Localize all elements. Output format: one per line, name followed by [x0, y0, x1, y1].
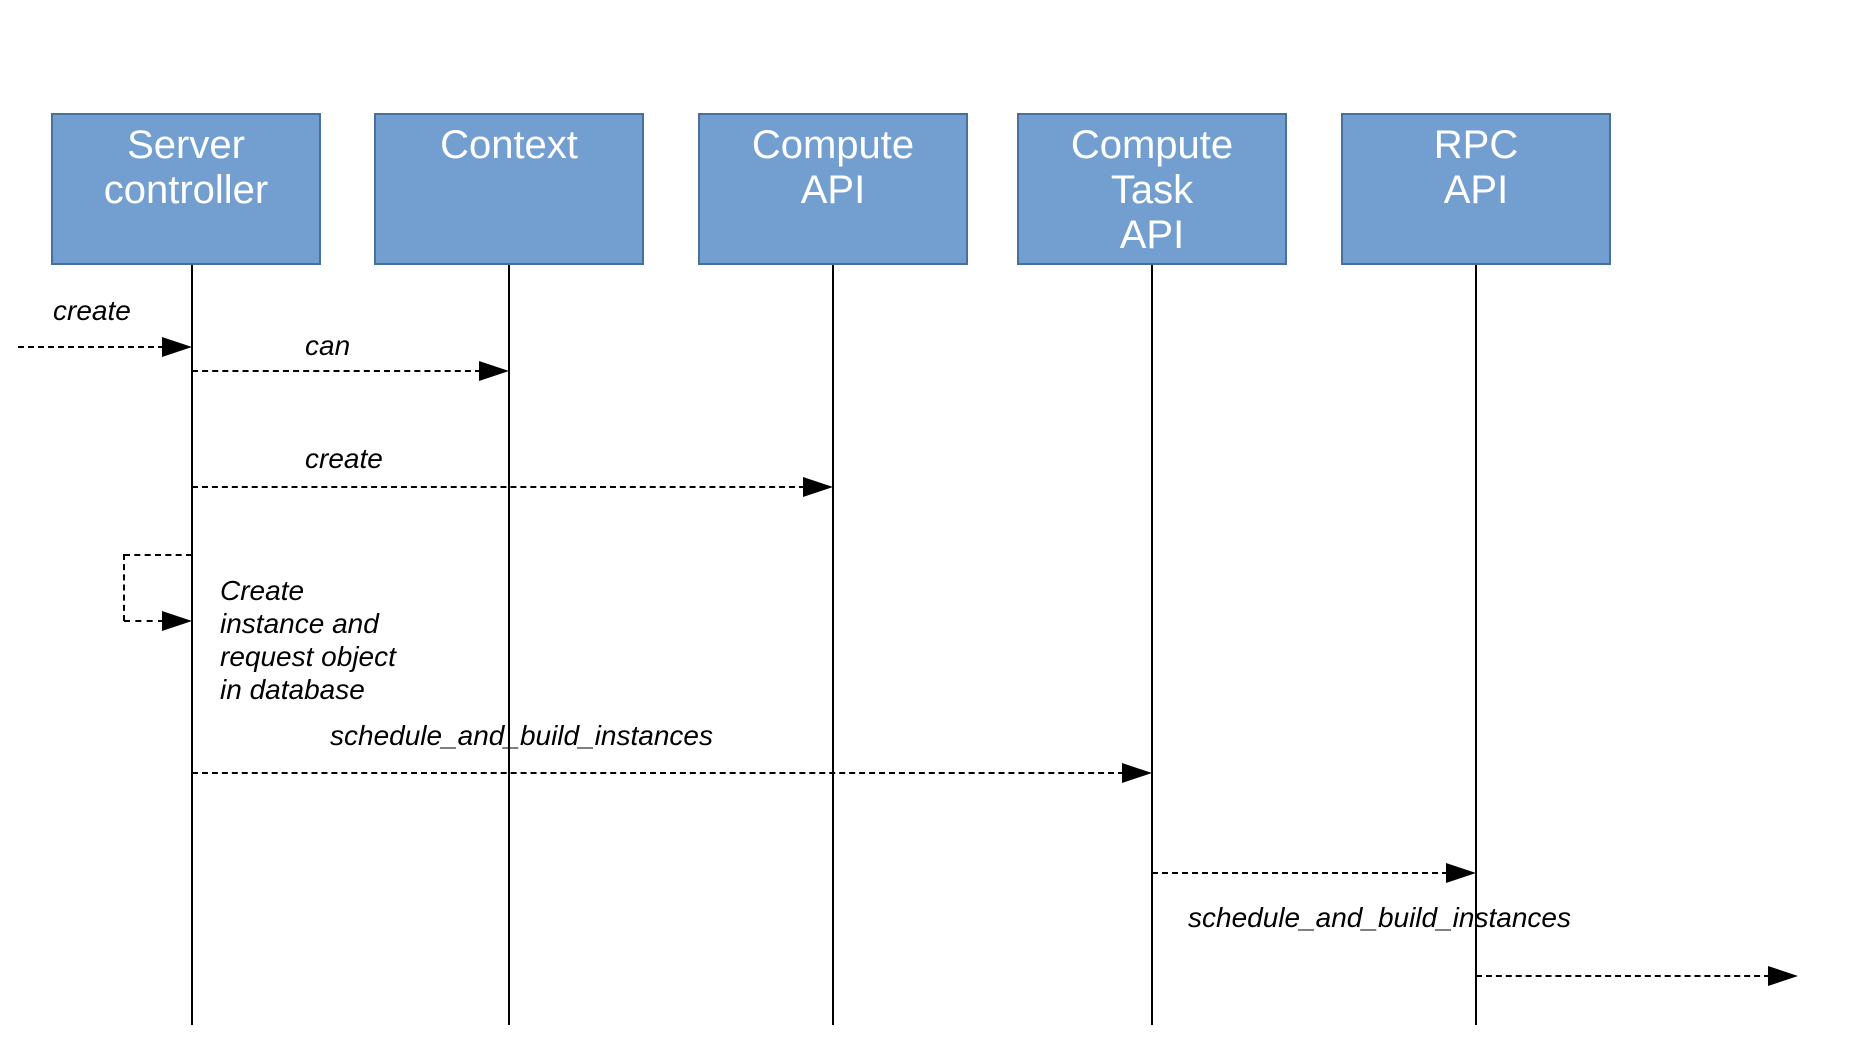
actor-label: Compute Task API: [1070, 123, 1234, 257]
arrowhead-icon: [1768, 966, 1798, 986]
message-line: [192, 486, 805, 488]
arrowhead-icon: [803, 477, 833, 497]
self-message-top-line: [124, 554, 192, 556]
message-label: schedule_and_build_instances: [1188, 902, 1571, 933]
arrowhead-icon: [1446, 863, 1476, 883]
lifeline-compute-task-api: [1151, 265, 1153, 1025]
message-label: create: [53, 295, 131, 326]
message-line: [192, 370, 481, 372]
message-line: [192, 772, 1124, 774]
arrowhead-icon: [162, 611, 192, 631]
message-line: [1152, 872, 1448, 874]
message-line: [18, 346, 164, 348]
message-label: schedule_and_build_instances: [330, 720, 713, 751]
actor-label: RPC API: [1433, 123, 1519, 212]
lifeline-context: [508, 265, 510, 1025]
message-label: create: [305, 443, 383, 474]
self-message-bottom-line: [124, 620, 164, 622]
arrowhead-icon: [479, 361, 509, 381]
actor-label: Context: [440, 123, 578, 167]
actor-compute-api: Compute API: [698, 113, 968, 265]
actor-label: Compute API: [751, 123, 915, 212]
lifeline-rpc-api: [1475, 265, 1477, 1025]
actor-context: Context: [374, 113, 644, 265]
self-message-side-line: [123, 554, 125, 621]
lifeline-compute-api: [832, 265, 834, 1025]
message-label: can: [305, 330, 351, 361]
actor-server-controller: Server controller: [51, 113, 321, 265]
message-label: Create instance and request object in da…: [220, 575, 396, 705]
message-line: [1476, 975, 1770, 977]
arrowhead-icon: [162, 337, 192, 357]
actor-compute-task-api: Compute Task API: [1017, 113, 1287, 265]
lifeline-server-controller: [191, 265, 193, 1025]
actor-label: Server controller: [103, 123, 269, 212]
actor-rpc-api: RPC API: [1341, 113, 1611, 265]
arrowhead-icon: [1122, 763, 1152, 783]
